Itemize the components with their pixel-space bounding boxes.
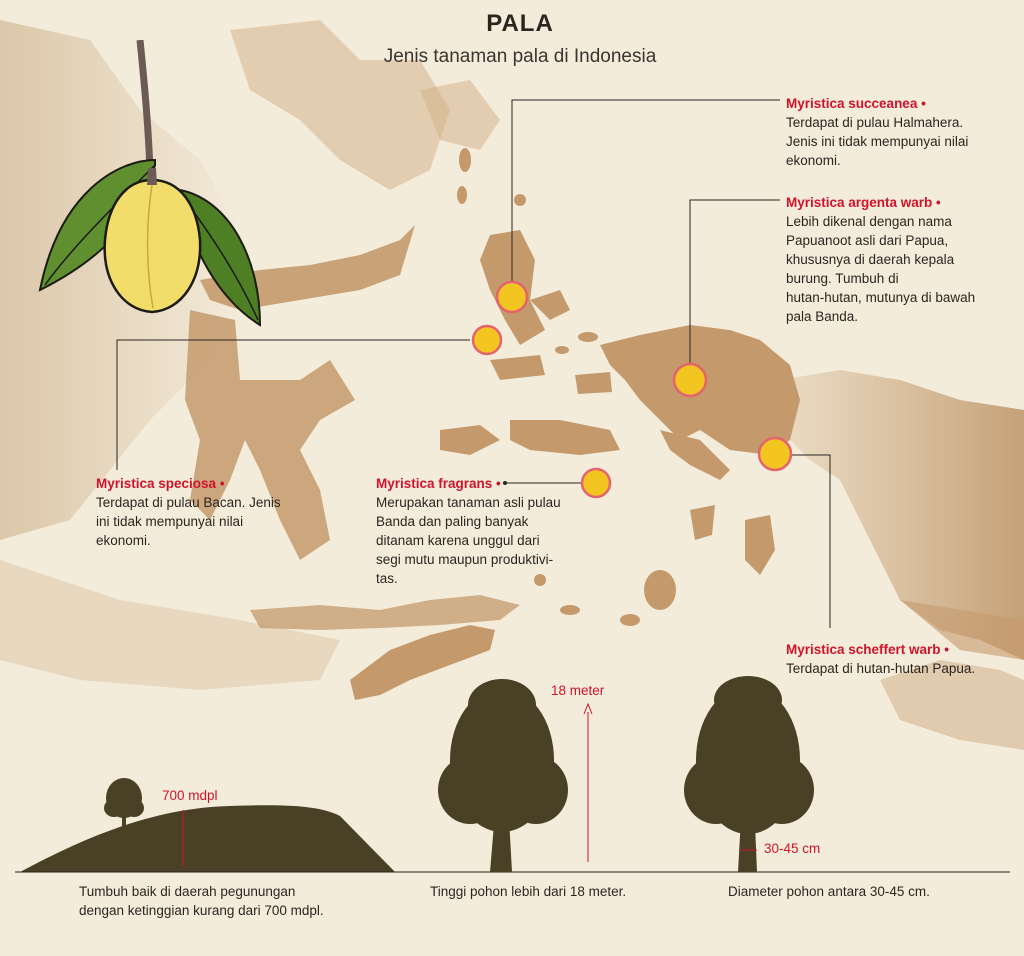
page-title: PALA bbox=[486, 10, 554, 37]
species-name: Myristica succeanea • bbox=[786, 96, 926, 111]
species-desc-line: Banda dan paling banyak bbox=[376, 514, 529, 529]
tree-icon bbox=[684, 676, 814, 872]
species-desc-line: ditanam karena unggul dari bbox=[376, 533, 540, 548]
species-desc-line: Terdapat di hutan-hutan Papua. bbox=[786, 661, 976, 676]
note-scheffert: Myristica scheffert warb • Terdapat di h… bbox=[786, 640, 1016, 678]
note-speciosa: Myristica speciosa • Terdapat di pulau B… bbox=[96, 474, 316, 550]
page-subtitle: Jenis tanaman pala di Indonesia bbox=[383, 46, 657, 67]
species-name: Myristica argenta warb • bbox=[786, 195, 941, 210]
hill-icon bbox=[20, 805, 395, 872]
species-desc-line: tas. bbox=[376, 571, 398, 586]
species-desc-line: Jenis ini tidak mempunyai nilai bbox=[786, 134, 969, 149]
caption-line: dengan ketinggian kurang dari 700 mdpl. bbox=[79, 903, 324, 918]
altitude-label: 700 mdpl bbox=[162, 788, 218, 803]
leader-line-argenta bbox=[689, 199, 780, 380]
species-desc-line: khususnya di daerah kepala bbox=[786, 252, 955, 267]
tree-icon bbox=[438, 679, 568, 872]
marker-scheffert bbox=[757, 436, 793, 472]
leader-line-succeanea bbox=[511, 99, 780, 298]
species-desc-line: segi mutu maupun produktivi- bbox=[376, 552, 554, 567]
marker-fragrans bbox=[580, 467, 612, 499]
note-argenta: Myristica argenta warb • Lebih dikenal d… bbox=[786, 193, 1016, 326]
caption-altitude: Tumbuh baik di daerah pegunungan dengan … bbox=[79, 882, 399, 920]
tree-icon bbox=[104, 778, 144, 827]
species-desc-line: hutan-hutan, mutunya di bawah bbox=[786, 290, 976, 305]
species-name: Myristica scheffert warb • bbox=[786, 642, 950, 657]
note-fragrans: Myristica fragrans • Merupakan tanaman a… bbox=[376, 474, 596, 588]
caption-line: Tumbuh baik di daerah pegunungan bbox=[79, 884, 296, 899]
height-label: 18 meter bbox=[551, 683, 605, 698]
species-desc-line: burung. Tumbuh di bbox=[786, 271, 899, 286]
caption-diameter: Diameter pohon antara 30-45 cm. bbox=[728, 884, 930, 899]
marker-argenta bbox=[672, 362, 708, 398]
leader-line-speciosa bbox=[116, 339, 470, 470]
caption-height: Tinggi pohon lebih dari 18 meter. bbox=[430, 884, 627, 899]
leader-line-scheffert bbox=[790, 454, 831, 628]
marker-succeanea bbox=[495, 280, 529, 314]
species-desc-line: ini tidak mempunyai nilai bbox=[96, 514, 244, 529]
species-desc-line: Papuanoot asli dari Papua, bbox=[786, 233, 949, 248]
species-desc-line: Lebih dikenal dengan nama bbox=[786, 214, 952, 229]
species-desc-line: pala Banda. bbox=[786, 309, 859, 324]
diameter-label: 30-45 cm bbox=[764, 841, 821, 856]
species-name: Myristica fragrans • bbox=[376, 476, 501, 491]
nutmeg-fruit-icon bbox=[38, 40, 262, 327]
note-succeanea: Myristica succeanea • Terdapat di pulau … bbox=[786, 94, 1016, 170]
species-desc-line: ekonomi. bbox=[96, 533, 151, 548]
species-desc-line: ekonomi. bbox=[786, 153, 841, 168]
species-desc-line: Terdapat di pulau Halmahera. bbox=[786, 115, 964, 130]
species-desc-line: Terdapat di pulau Bacan. Jenis bbox=[96, 495, 281, 510]
marker-speciosa bbox=[471, 324, 503, 356]
species-desc-line: Merupakan tanaman asli pulau bbox=[376, 495, 561, 510]
species-name: Myristica speciosa • bbox=[96, 476, 225, 491]
